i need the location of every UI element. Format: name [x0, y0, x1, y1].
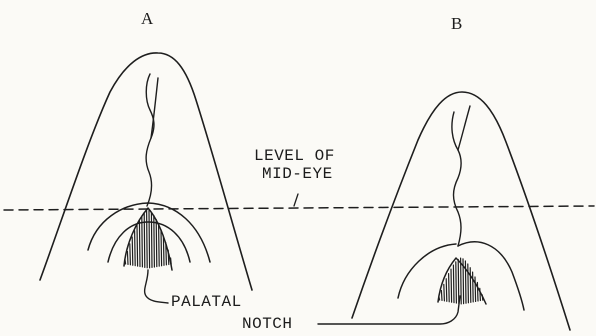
hatch-stroke [147, 211, 148, 268]
hatch-stroke [453, 265, 454, 302]
palatal-notch-a-outline [124, 208, 172, 270]
hatch-stroke [441, 291, 442, 301]
notch-label-line2: NOTCH [242, 316, 293, 332]
panel-label-a: A [141, 10, 153, 27]
hatch-stroke [159, 224, 160, 266]
panel-label-b: B [451, 15, 462, 32]
mid-eye-level-line [4, 206, 594, 210]
hatch-stroke [468, 264, 469, 303]
hatch-stroke [149, 210, 150, 267]
hatch-stroke [137, 225, 138, 266]
midline-b-branch [458, 106, 470, 150]
level-label-line1: LEVEL OF [254, 148, 335, 164]
level-pointer [294, 194, 298, 206]
palatal-notch-b [439, 258, 483, 304]
hatch-stroke [154, 215, 155, 267]
hatch-stroke [161, 230, 162, 266]
midline-b [452, 112, 461, 246]
hatch-stroke [470, 268, 471, 303]
hatch-stroke [444, 284, 445, 301]
hatch-stroke [135, 231, 136, 266]
hatch-stroke [449, 274, 450, 302]
hatch-stroke [130, 244, 131, 265]
notch-leader-a [145, 270, 168, 303]
hatch-stroke [477, 282, 478, 301]
hatch-stroke [142, 216, 143, 267]
notch-label-line1: PALATAL [171, 294, 242, 310]
hatch-stroke [461, 258, 462, 304]
midline-a [146, 74, 154, 206]
level-label-line2: MID-EYE [262, 166, 333, 182]
hatch-stroke [144, 213, 145, 268]
midline-a-branch [151, 78, 158, 138]
hatch-stroke [473, 272, 474, 302]
hatch-stroke [127, 251, 128, 264]
palatal-notch-b-outline [438, 258, 486, 304]
hatch-stroke [156, 219, 157, 266]
hatch-stroke [465, 261, 466, 303]
hatch-stroke [151, 212, 152, 267]
hatch-stroke [139, 220, 140, 266]
hatch-stroke [458, 259, 459, 303]
hatch-stroke [446, 279, 447, 302]
hatch-stroke [475, 277, 476, 301]
hatch-stroke [132, 237, 133, 265]
hatch-stroke [451, 269, 452, 302]
hatch-stroke [456, 262, 457, 303]
hatch-stroke [163, 236, 164, 265]
